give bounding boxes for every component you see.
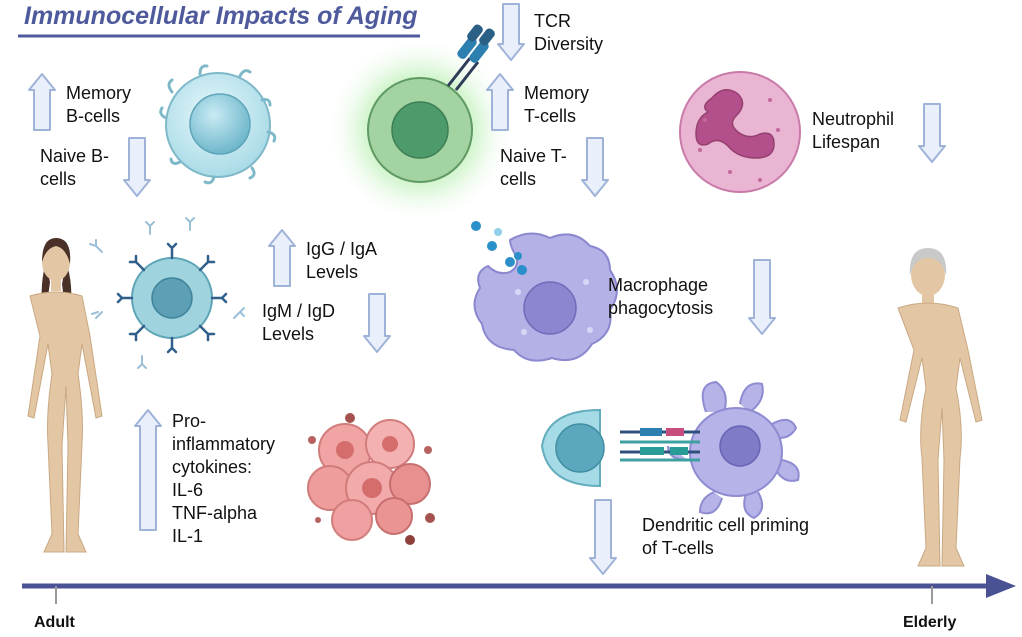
- memory-t-up-arrow-icon: [486, 73, 514, 131]
- neutrophil-down-arrow-icon: [918, 103, 946, 163]
- antibody-b-cell-icon: [89, 217, 245, 369]
- naive-b-down-arrow-icon: [123, 137, 151, 197]
- elderly-figure-icon: [897, 248, 983, 567]
- t-cell-icon: [325, 24, 515, 225]
- timeline-start-label: Adult: [34, 614, 75, 631]
- cytokines-up-arrow-icon: [134, 409, 162, 531]
- memory-b-cell-icon: [159, 64, 277, 185]
- cytokine-cluster-icon: [307, 413, 435, 545]
- adult-figure-icon: [27, 238, 103, 553]
- dendritic-down-arrow-icon: [589, 499, 617, 575]
- diagram-title: Immunocellular Impacts of Aging: [24, 2, 418, 30]
- igm-down-arrow-icon: [363, 293, 391, 353]
- neutrophil-icon: [679, 71, 801, 193]
- timeline-end-label: Elderly: [903, 614, 957, 631]
- timeline-axis: [22, 574, 1016, 604]
- naive-t-down-arrow-icon: [581, 137, 609, 197]
- tcr-down-arrow-icon: [497, 3, 525, 61]
- naive-b-cells-label: Naive B-cells: [40, 146, 110, 189]
- memory-b-up-arrow-icon: [28, 73, 56, 131]
- igg-up-arrow-icon: [268, 229, 296, 287]
- naive-t-cells-label: Naive T-cells: [500, 146, 567, 189]
- pro-inflammatory-cytokines-label: Pro-inflammatory cytokines:IL-6 TNF-alph…: [172, 411, 276, 546]
- dendritic-t-cell-icon: [540, 380, 800, 520]
- macrophage-icon: [471, 221, 618, 362]
- macrophage-down-arrow-icon: [748, 259, 776, 335]
- trend-arrows: [28, 3, 946, 575]
